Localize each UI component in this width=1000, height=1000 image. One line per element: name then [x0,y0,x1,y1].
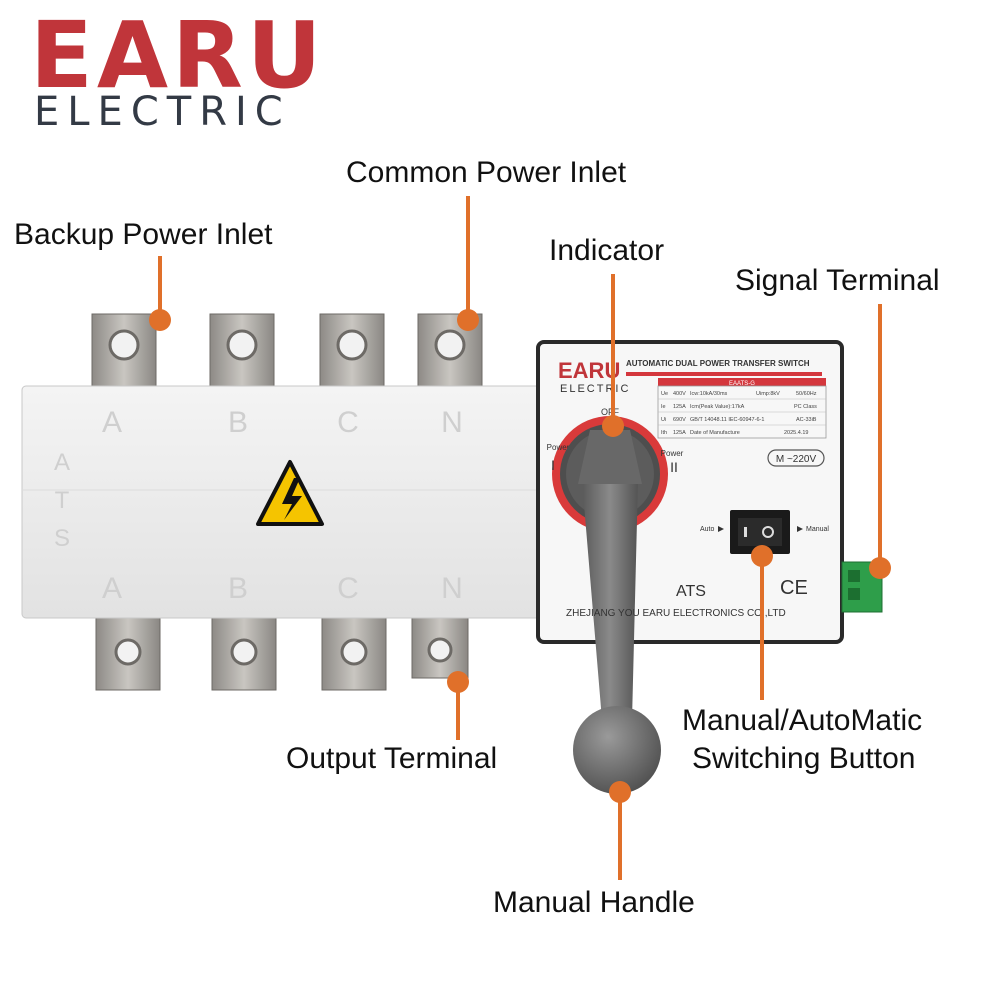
spec-model: EAATS-G [729,381,755,387]
callout-dots [149,309,891,803]
power1-numeral: I [551,457,555,473]
spec-cell: Icw:10kA/30ms [690,391,728,397]
spec-cell: GB/T 14048.11 IEC-60947-6-1 [690,417,764,423]
top-terminals [91,313,483,395]
manual-label: Manual [806,526,829,533]
spec-cell: 400V [673,391,686,397]
phase-label-top: A [102,406,122,439]
side-label: S [54,525,70,552]
callout-common-power-inlet: Common Power Inlet [346,156,627,189]
spec-cell: 690V [673,417,686,423]
brand-subtitle: ELECTRIC [34,89,291,135]
phase-label-bottom: A [102,572,122,605]
power1-label: Power [547,443,570,452]
callout-indicator: Indicator [549,234,665,267]
spec-cell: PC Class [794,404,817,410]
auto-manual-switch[interactable] [730,510,790,554]
power2-numeral: II [670,459,678,475]
spec-table: EAATS-G Ue 400V Icw:10kA/30ms Uimp:8kV 5… [657,378,827,439]
phase-label-bottom: C [337,572,359,605]
spec-cell: 125A [673,404,686,410]
voltage-badge: M ~220V [776,454,817,465]
spec-cell: 2025.4.19 [784,430,808,436]
off-label: OFF [601,407,619,417]
manual-handle[interactable] [573,430,661,794]
power2-label: Power [661,449,684,458]
side-label: T [55,487,70,514]
auto-label: Auto [700,526,715,533]
panel-logo: EARU [558,358,620,383]
bottom-terminals [95,609,469,691]
phase-label-top: C [337,406,359,439]
high-voltage-warning-icon [256,460,324,526]
phase-label-bottom: B [228,572,248,605]
spec-cell: Icm(Peak Value):17kA [690,404,745,410]
spec-cell: AC-33iB [796,417,817,423]
phase-label-bottom: N [441,572,463,605]
callout-manual-automatic-line2: Switching Button [692,742,916,775]
spec-cell: Uimp:8kV [756,391,780,397]
callout-signal-terminal: Signal Terminal [735,264,940,297]
panel-title: AUTOMATIC DUAL POWER TRANSFER SWITCH [626,359,810,368]
callout-output-terminal: Output Terminal [286,742,498,775]
panel-logo-sub: ELECTRIC [560,383,630,395]
spec-cell: Ui [661,417,666,423]
spec-cell: Ie [661,404,666,410]
spec-cell: Date of Manufacture [690,430,740,436]
spec-cell: Ue [661,391,668,397]
company-name: ZHEJIANG YOU EARU ELECTRONICS CO.,LTD [566,608,786,619]
side-label: A [54,449,70,476]
phase-labels: A B C N A B C N A T S [54,406,463,605]
callout-manual-automatic-line1: Manual/AutoMatic [682,704,923,737]
callout-lines [158,196,882,880]
spec-cell: 125A [673,430,686,436]
spec-cell: Ith [661,430,667,436]
callout-manual-handle: Manual Handle [493,886,695,919]
phase-label-top: N [441,406,463,439]
phase-label-top: B [228,406,248,439]
ats-label: ATS [676,583,706,600]
ce-mark: CE [780,577,808,599]
spec-cell: 50/60Hz [796,391,817,397]
callout-backup-power-inlet: Backup Power Inlet [14,218,273,251]
brand-logo: EARU [30,2,326,109]
